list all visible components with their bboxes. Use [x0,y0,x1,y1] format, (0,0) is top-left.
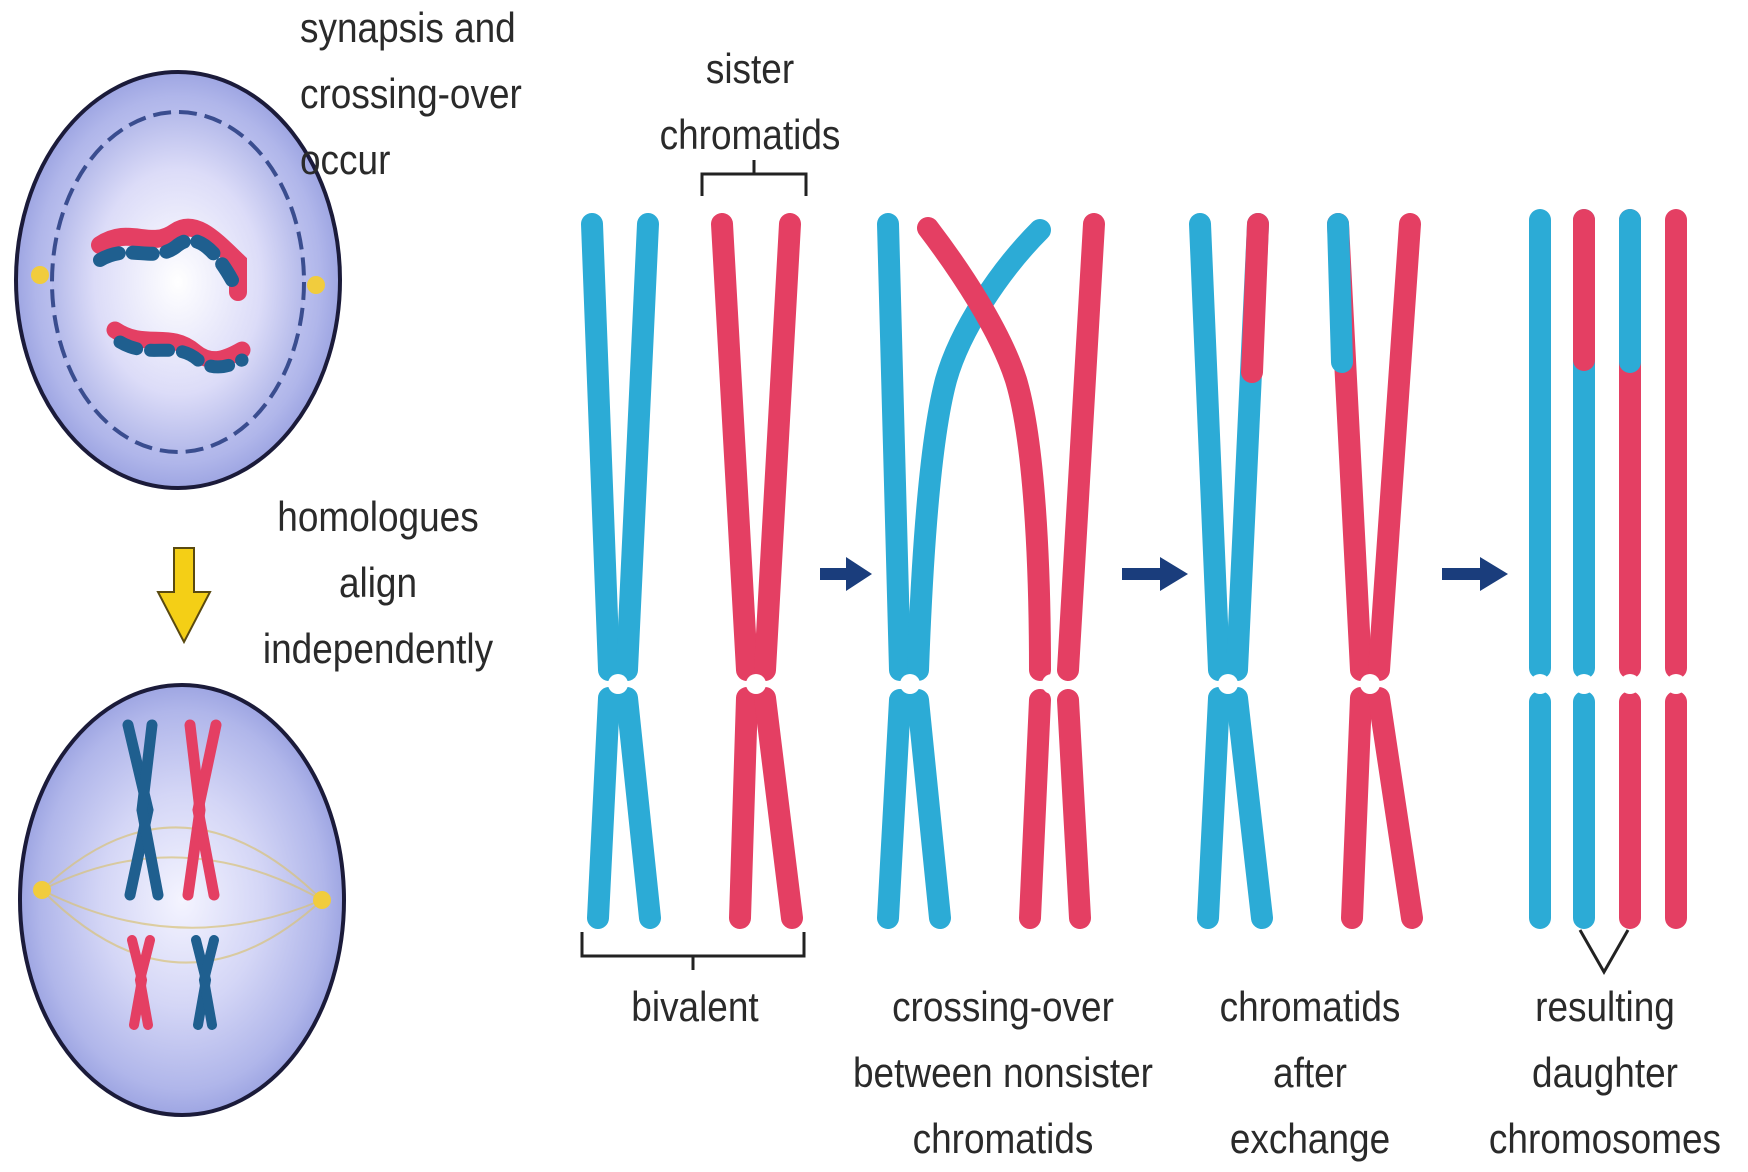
centromere [1530,674,1550,694]
spindle-pole-right [307,276,325,294]
centromere [1042,674,1062,694]
cell-membrane-lower [20,685,344,1115]
right-arrow-icon [1442,557,1508,591]
label-line: chromatids [1209,974,1411,1040]
chromatid-maternal [888,224,900,670]
nuclear-envelope [52,112,304,452]
chromatid-lower-left [740,698,747,918]
metaphase-cell [20,685,344,1115]
label-chromatids-after-exchange: chromatids after exchange [1209,974,1411,1172]
centromere [1218,674,1238,694]
chromatid-lower-left [1208,698,1219,918]
label-line: occur [300,127,590,193]
prophase-cell [16,72,340,488]
label-crossing-over-between-nonsister: crossing-over between nonsister chromati… [840,974,1166,1172]
spindle-pole-left [31,266,49,284]
label-line: resulting [1482,974,1728,1040]
label-line: synapsis and [300,0,590,61]
chromatid-lower-right [1379,698,1412,918]
down-arrow-icon [158,548,210,642]
spindle-pole-left-lower [33,881,51,899]
chromatid-upper-left [722,224,747,670]
label-line: chromosomes [1482,1106,1728,1172]
chromatid-lower [918,700,940,918]
chromatid-lower [1030,700,1040,918]
label-resulting-daughter-chromosomes: resulting daughter chromosomes [1482,974,1728,1172]
chromatid-lower-left [1352,698,1361,918]
label-line: align [246,550,510,616]
centromere [900,674,920,694]
centromere [1360,674,1380,694]
chromatid-paternal [1068,224,1094,670]
label-line: after [1209,1040,1411,1106]
label-line: crossing-over [300,61,590,127]
spindle-pole-right-lower [313,891,331,909]
right-arrow-icon [820,557,872,591]
label-line: chromatids [840,1106,1166,1172]
chromatid-upper-left [592,224,609,670]
chromatid-lower-right [1237,698,1262,918]
label-line: crossing-over [840,974,1166,1040]
chromatid-upper-right [627,224,648,670]
label-homologues-align: homologues align independently [246,484,510,682]
exchanged-segment [1252,224,1258,372]
label-line: sister [636,36,865,102]
label-line: daughter [1482,1040,1728,1106]
daughter-chromosomes-bracket [1580,930,1628,972]
chromatid-lower [888,700,900,918]
label-sister-chromatids: sister chromatids [636,36,865,168]
chromatid-lower-right [627,698,650,918]
centromere [1620,674,1640,694]
centromere [1666,674,1686,694]
label-line: chromatids [636,102,865,168]
label-bivalent: bivalent [576,974,814,1040]
chromatid-lower-right [765,698,792,918]
centromere [746,674,766,694]
chromatid-upper-left [1200,224,1219,670]
bivalent-bracket [582,932,804,970]
label-synapsis-and-crossing-over: synapsis and crossing-over occur [300,0,590,193]
label-line: exchange [1209,1106,1411,1172]
chromatid-upper-right [1379,224,1410,670]
label-line: homologues [246,484,510,550]
chromatid-lower [1068,700,1080,918]
right-arrow-icon [1122,557,1188,591]
label-line: between nonsister [840,1040,1166,1106]
chromatid-paternal-crossing [928,228,1040,670]
chromatid-upper-right [765,224,790,670]
centromere [608,674,628,694]
chromatid-lower-left [598,698,609,918]
centromere [1574,674,1594,694]
exchanged-segment [1338,224,1342,362]
label-line: independently [246,616,510,682]
label-line: bivalent [576,974,814,1040]
